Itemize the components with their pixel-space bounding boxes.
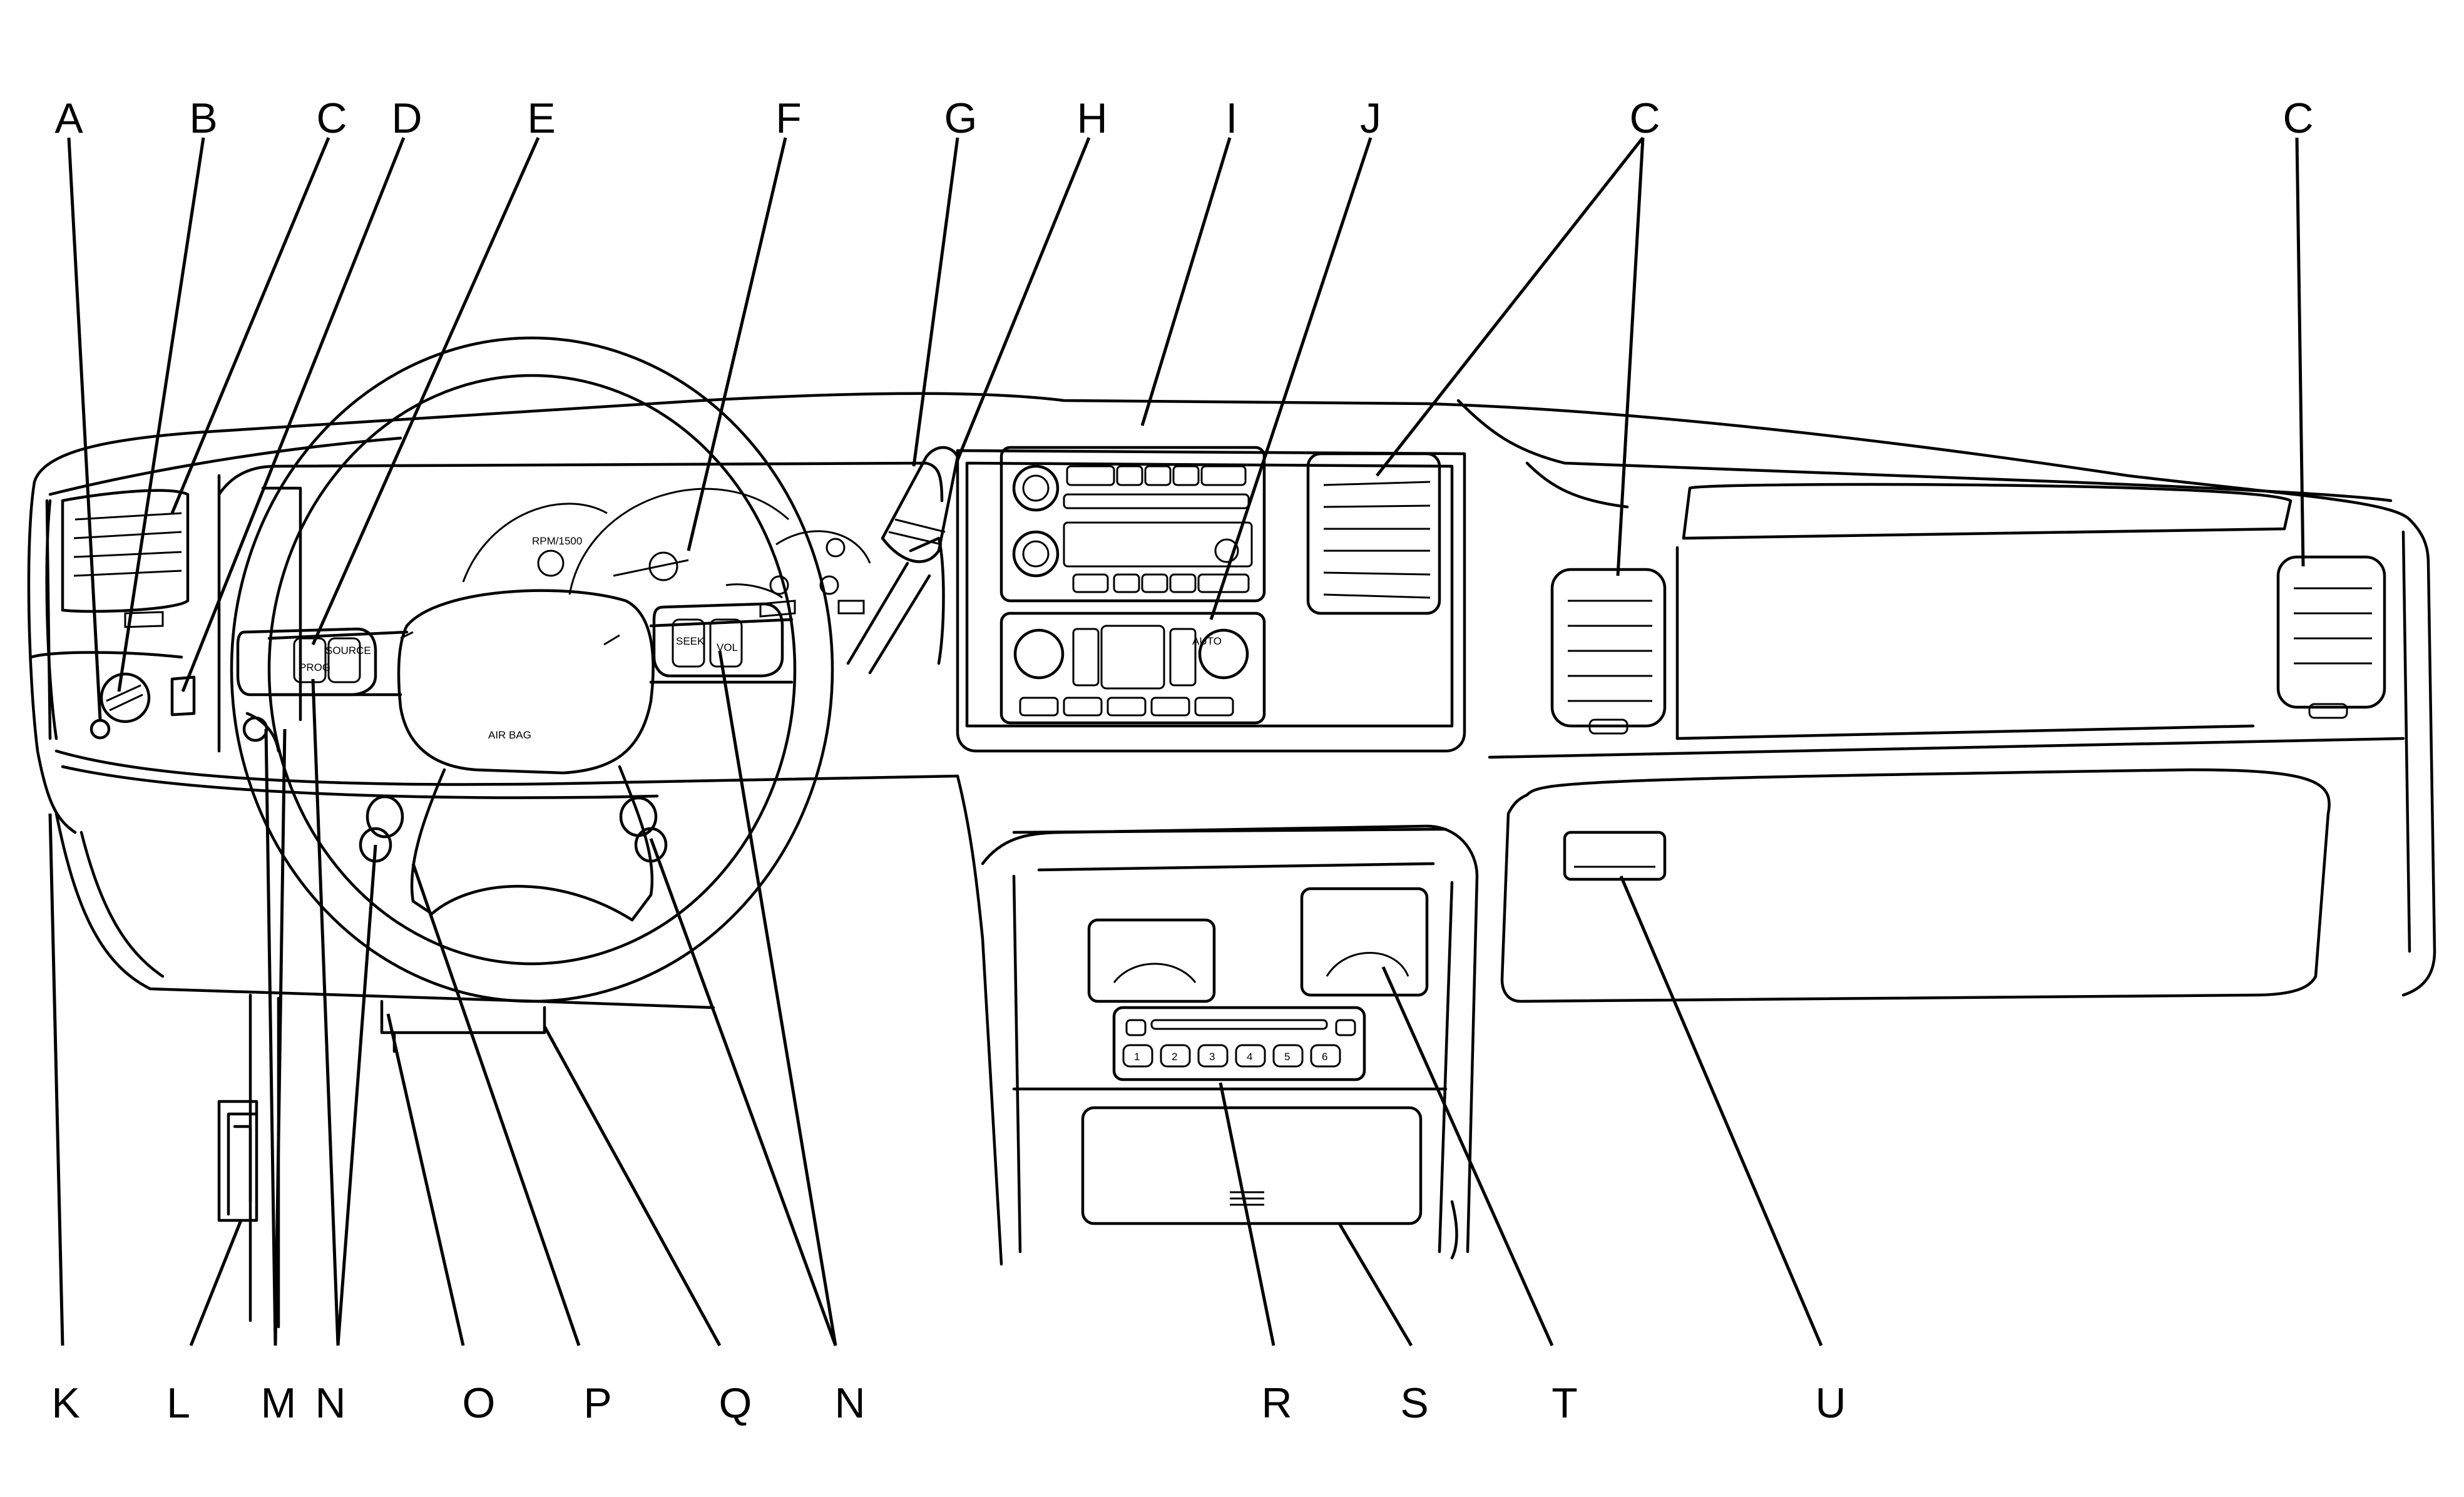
callout-G: G (944, 95, 978, 142)
callout-I: I (1226, 95, 1238, 142)
leader-L (189, 1220, 243, 1346)
leader-H (956, 137, 1091, 461)
leader-G (912, 137, 959, 467)
leader-S (1337, 1222, 1413, 1347)
leader-lines (48, 136, 2305, 1347)
callout-T: T (1552, 1379, 1578, 1427)
callout-J: J (1360, 95, 1381, 142)
auto-label: AUTO (1192, 635, 1222, 647)
leader-C2b (1616, 137, 1645, 576)
leader-N1a (311, 678, 340, 1346)
preset-5: 5 (1284, 1051, 1290, 1063)
leader-D (181, 137, 406, 692)
leader-Q (543, 1025, 722, 1347)
leader-T (1381, 966, 1554, 1347)
seek-label: SEEK (676, 635, 705, 647)
leader-N2b (649, 838, 837, 1346)
callout-F: F (775, 95, 802, 142)
leader-I (1140, 137, 1232, 426)
leader-C1 (170, 137, 330, 514)
leader-C2a (1376, 136, 1644, 477)
preset-3: 3 (1209, 1051, 1215, 1063)
cd-preset-buttons: 1 2 3 4 5 6 (1122, 1044, 1341, 1068)
callout-M: M (261, 1379, 297, 1427)
callout-S: S (1400, 1379, 1428, 1427)
leader-A (67, 137, 102, 720)
callout-U: U (1815, 1379, 1846, 1427)
leader-U (1619, 876, 1823, 1346)
callout-P: P (583, 1379, 611, 1427)
callout-N2: N (834, 1379, 865, 1427)
leader-K (48, 813, 64, 1346)
vol-label: VOL (717, 641, 738, 653)
leader-B (117, 137, 205, 692)
callout-C1: C (316, 95, 347, 142)
callout-K: K (51, 1379, 79, 1427)
callout-R: R (1261, 1379, 1292, 1427)
callout-A: A (54, 95, 83, 142)
prog-label: PROG (299, 662, 330, 673)
callout-D: D (391, 95, 422, 142)
callout-O: O (463, 1379, 496, 1427)
preset-1: 1 (1134, 1051, 1140, 1063)
preset-4: 4 (1247, 1051, 1252, 1063)
airbag-label: AIR BAG (488, 729, 531, 741)
leader-R (1219, 1082, 1275, 1346)
callout-letters: A B C D E F G H I J C C K L M N O P Q N … (51, 95, 2313, 1427)
leader-C3 (2295, 137, 2305, 567)
leader-E (311, 136, 540, 646)
callout-L: L (166, 1379, 190, 1427)
source-label: SOURCE (325, 645, 371, 657)
callout-E: E (527, 95, 555, 142)
preset-6: 6 (1322, 1051, 1327, 1063)
leader-N2a (718, 650, 837, 1346)
callout-H: H (1076, 95, 1107, 142)
leader-P (411, 863, 581, 1346)
preset-2: 2 (1172, 1051, 1177, 1063)
leader-F (687, 137, 787, 551)
callout-C3: C (2283, 95, 2313, 142)
leader-M1 (264, 728, 277, 1346)
callout-C2: C (1629, 95, 1660, 142)
callout-B: B (189, 95, 217, 142)
rpm-label: RPM/1500 (532, 535, 582, 547)
callout-N1: N (315, 1379, 345, 1427)
leader-J (1209, 137, 1373, 620)
leader-M2 (273, 728, 287, 1346)
leader-N1b (336, 844, 377, 1346)
dashboard-outline: RPM/1500 AIR BAG PROG SOURCE SEEK VOL (27, 336, 2436, 1329)
callout-Q: Q (719, 1379, 752, 1427)
leader-O (386, 1013, 465, 1346)
